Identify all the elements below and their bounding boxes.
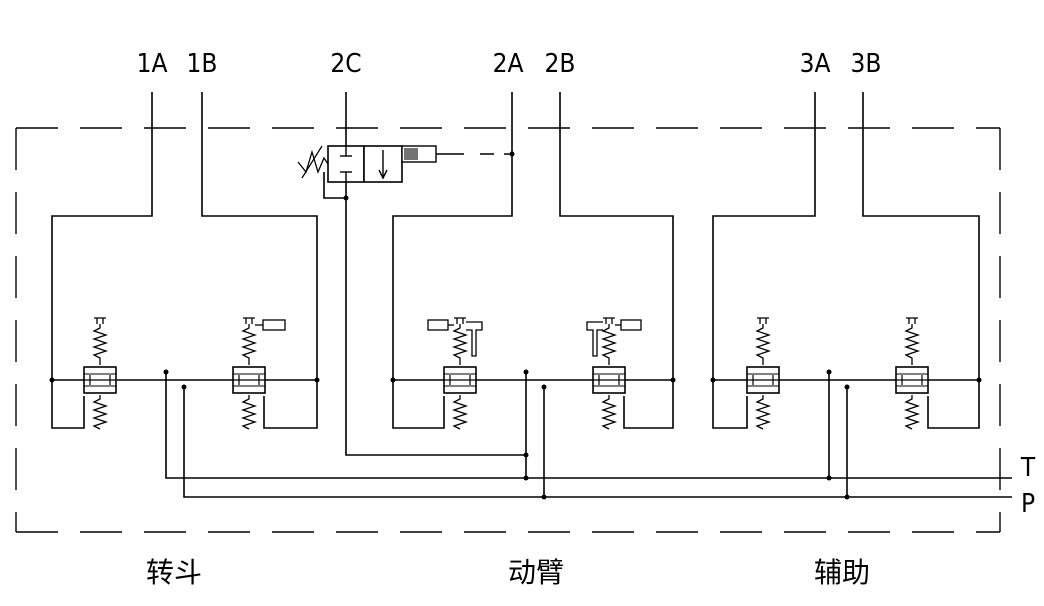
port-label-1a: 1A — [137, 49, 168, 79]
spool-valve-1a — [83, 317, 117, 430]
section-1-piping — [49, 92, 320, 429]
spool-valve-3a — [746, 317, 780, 430]
line-label-p: P — [1021, 489, 1035, 519]
section-2-piping — [390, 92, 676, 429]
port-label-2c: 2C — [330, 49, 361, 79]
port-label-2a: 2A — [493, 49, 524, 79]
section-label-1: 转斗 — [146, 556, 202, 589]
line-label-t: T — [1020, 453, 1036, 483]
section-label-2: 动臂 — [508, 556, 564, 589]
section-captions: 转斗 动臂 辅助 — [146, 556, 870, 589]
port-label-3b: 3B — [851, 49, 882, 79]
spool-valve-3b — [895, 317, 929, 430]
valve-block-boundary — [15, 127, 1001, 533]
port-label-3a: 3A — [800, 49, 831, 79]
port-labels: 1A 1B 2C 2A 2B 3A 3B — [137, 49, 882, 79]
section-3-piping — [710, 92, 982, 429]
spool-valve-2b — [586, 317, 642, 430]
pilot-valve-2c — [297, 92, 529, 458]
port-label-1b: 1B — [187, 49, 218, 79]
tank-and-pressure-lines: T P — [163, 369, 1036, 519]
spool-valve-2a — [427, 317, 483, 430]
spool-valve-1b — [232, 317, 286, 430]
section-label-3: 辅助 — [814, 556, 870, 589]
port-label-2b: 2B — [545, 49, 576, 79]
